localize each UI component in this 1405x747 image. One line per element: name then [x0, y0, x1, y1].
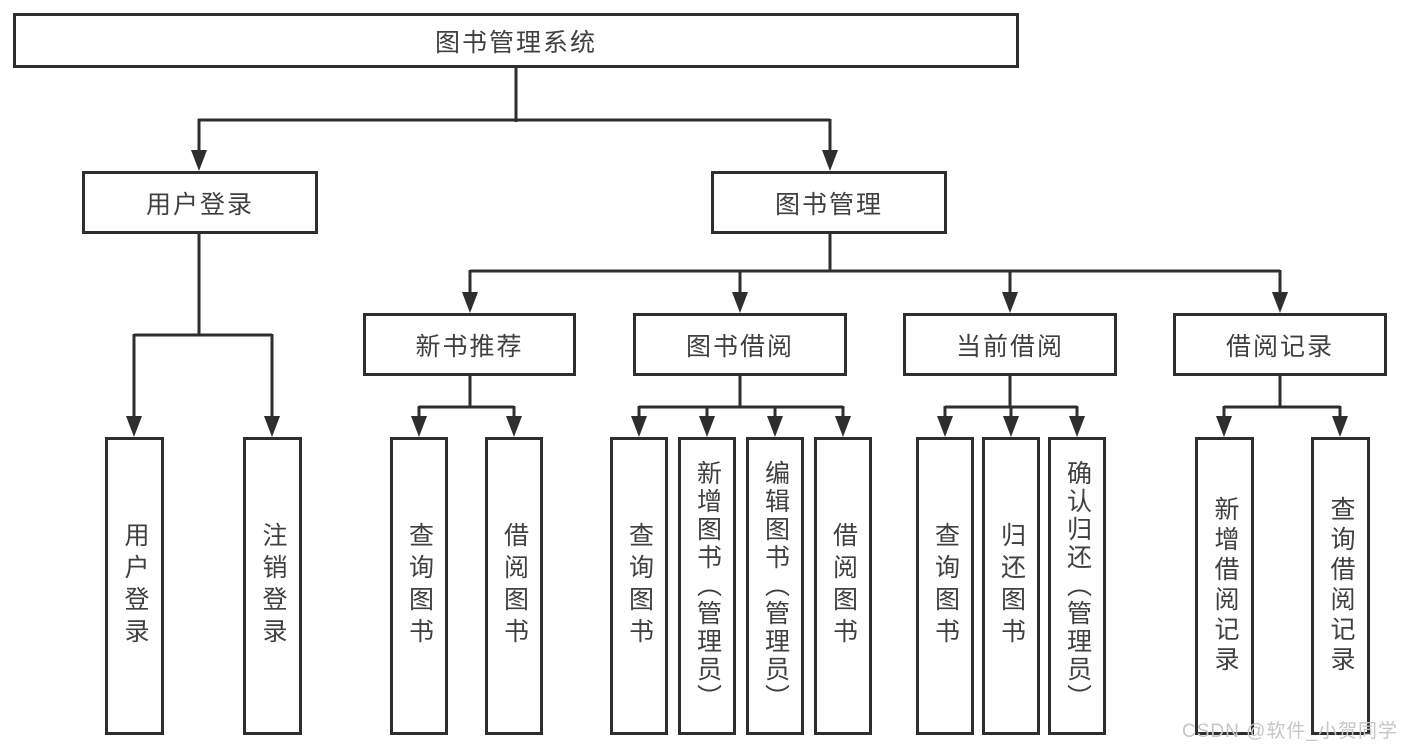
node-label: 归还图书	[997, 522, 1026, 650]
leaf-confirm-return-admin: 确认归还（管理员）	[1048, 437, 1106, 735]
node-current-borrowing: 当前借阅	[903, 313, 1117, 376]
node-label: 用户登录	[145, 190, 254, 219]
leaf-query-borrow-record: 查询借阅记录	[1311, 437, 1370, 735]
node-label: 编辑图书（管理员）	[761, 460, 790, 712]
leaf-add-borrow-record: 新增借阅记录	[1195, 437, 1254, 735]
csdn-watermark: CSDN @软件_小贺同学	[1182, 721, 1398, 742]
leaf-borrow-books-borrowing: 借阅图书	[814, 437, 872, 735]
node-label: 当前借阅	[955, 332, 1064, 361]
node-label: 新书推荐	[415, 332, 524, 361]
node-borrowing-records: 借阅记录	[1173, 313, 1387, 376]
node-book-borrowing: 图书借阅	[633, 313, 847, 376]
node-label: 图书借阅	[685, 332, 794, 361]
node-label: 图书管理	[774, 190, 883, 219]
leaf-query-books-borrowing: 查询图书	[610, 437, 668, 735]
node-label: 新增图书（管理员）	[693, 460, 722, 712]
node-label: 注销登录	[259, 522, 287, 650]
leaf-add-books-admin: 新增图书（管理员）	[678, 437, 736, 735]
node-label: 借阅记录	[1225, 332, 1334, 361]
node-library-management-system: 图书管理系统	[13, 13, 1019, 68]
leaf-query-books-recommend: 查询图书	[390, 437, 448, 735]
node-label: 用户登录	[121, 522, 149, 650]
node-label: 查询借阅记录	[1327, 496, 1355, 676]
node-label: 确认归还（管理员）	[1063, 460, 1092, 712]
node-label: 借阅图书	[829, 522, 858, 650]
node-label: 查询图书	[405, 522, 434, 650]
node-book-management: 图书管理	[711, 171, 947, 234]
node-user-login: 用户登录	[82, 171, 318, 234]
node-new-book-recommendation: 新书推荐	[363, 313, 576, 376]
leaf-return-books: 归还图书	[982, 437, 1040, 735]
leaf-logout: 注销登录	[243, 437, 302, 735]
node-label: 借阅图书	[500, 522, 529, 650]
node-label: 查询图书	[931, 522, 960, 650]
node-label: 图书管理系统	[434, 28, 597, 57]
leaf-edit-books-admin: 编辑图书（管理员）	[746, 437, 804, 735]
arrowheads	[126, 150, 1348, 437]
leaf-borrow-books-recommend: 借阅图书	[485, 437, 543, 735]
leaf-query-books-current: 查询图书	[916, 437, 974, 735]
node-label: 新增借阅记录	[1211, 496, 1239, 676]
leaf-user-login: 用户登录	[105, 437, 164, 735]
node-label: 查询图书	[625, 522, 654, 650]
